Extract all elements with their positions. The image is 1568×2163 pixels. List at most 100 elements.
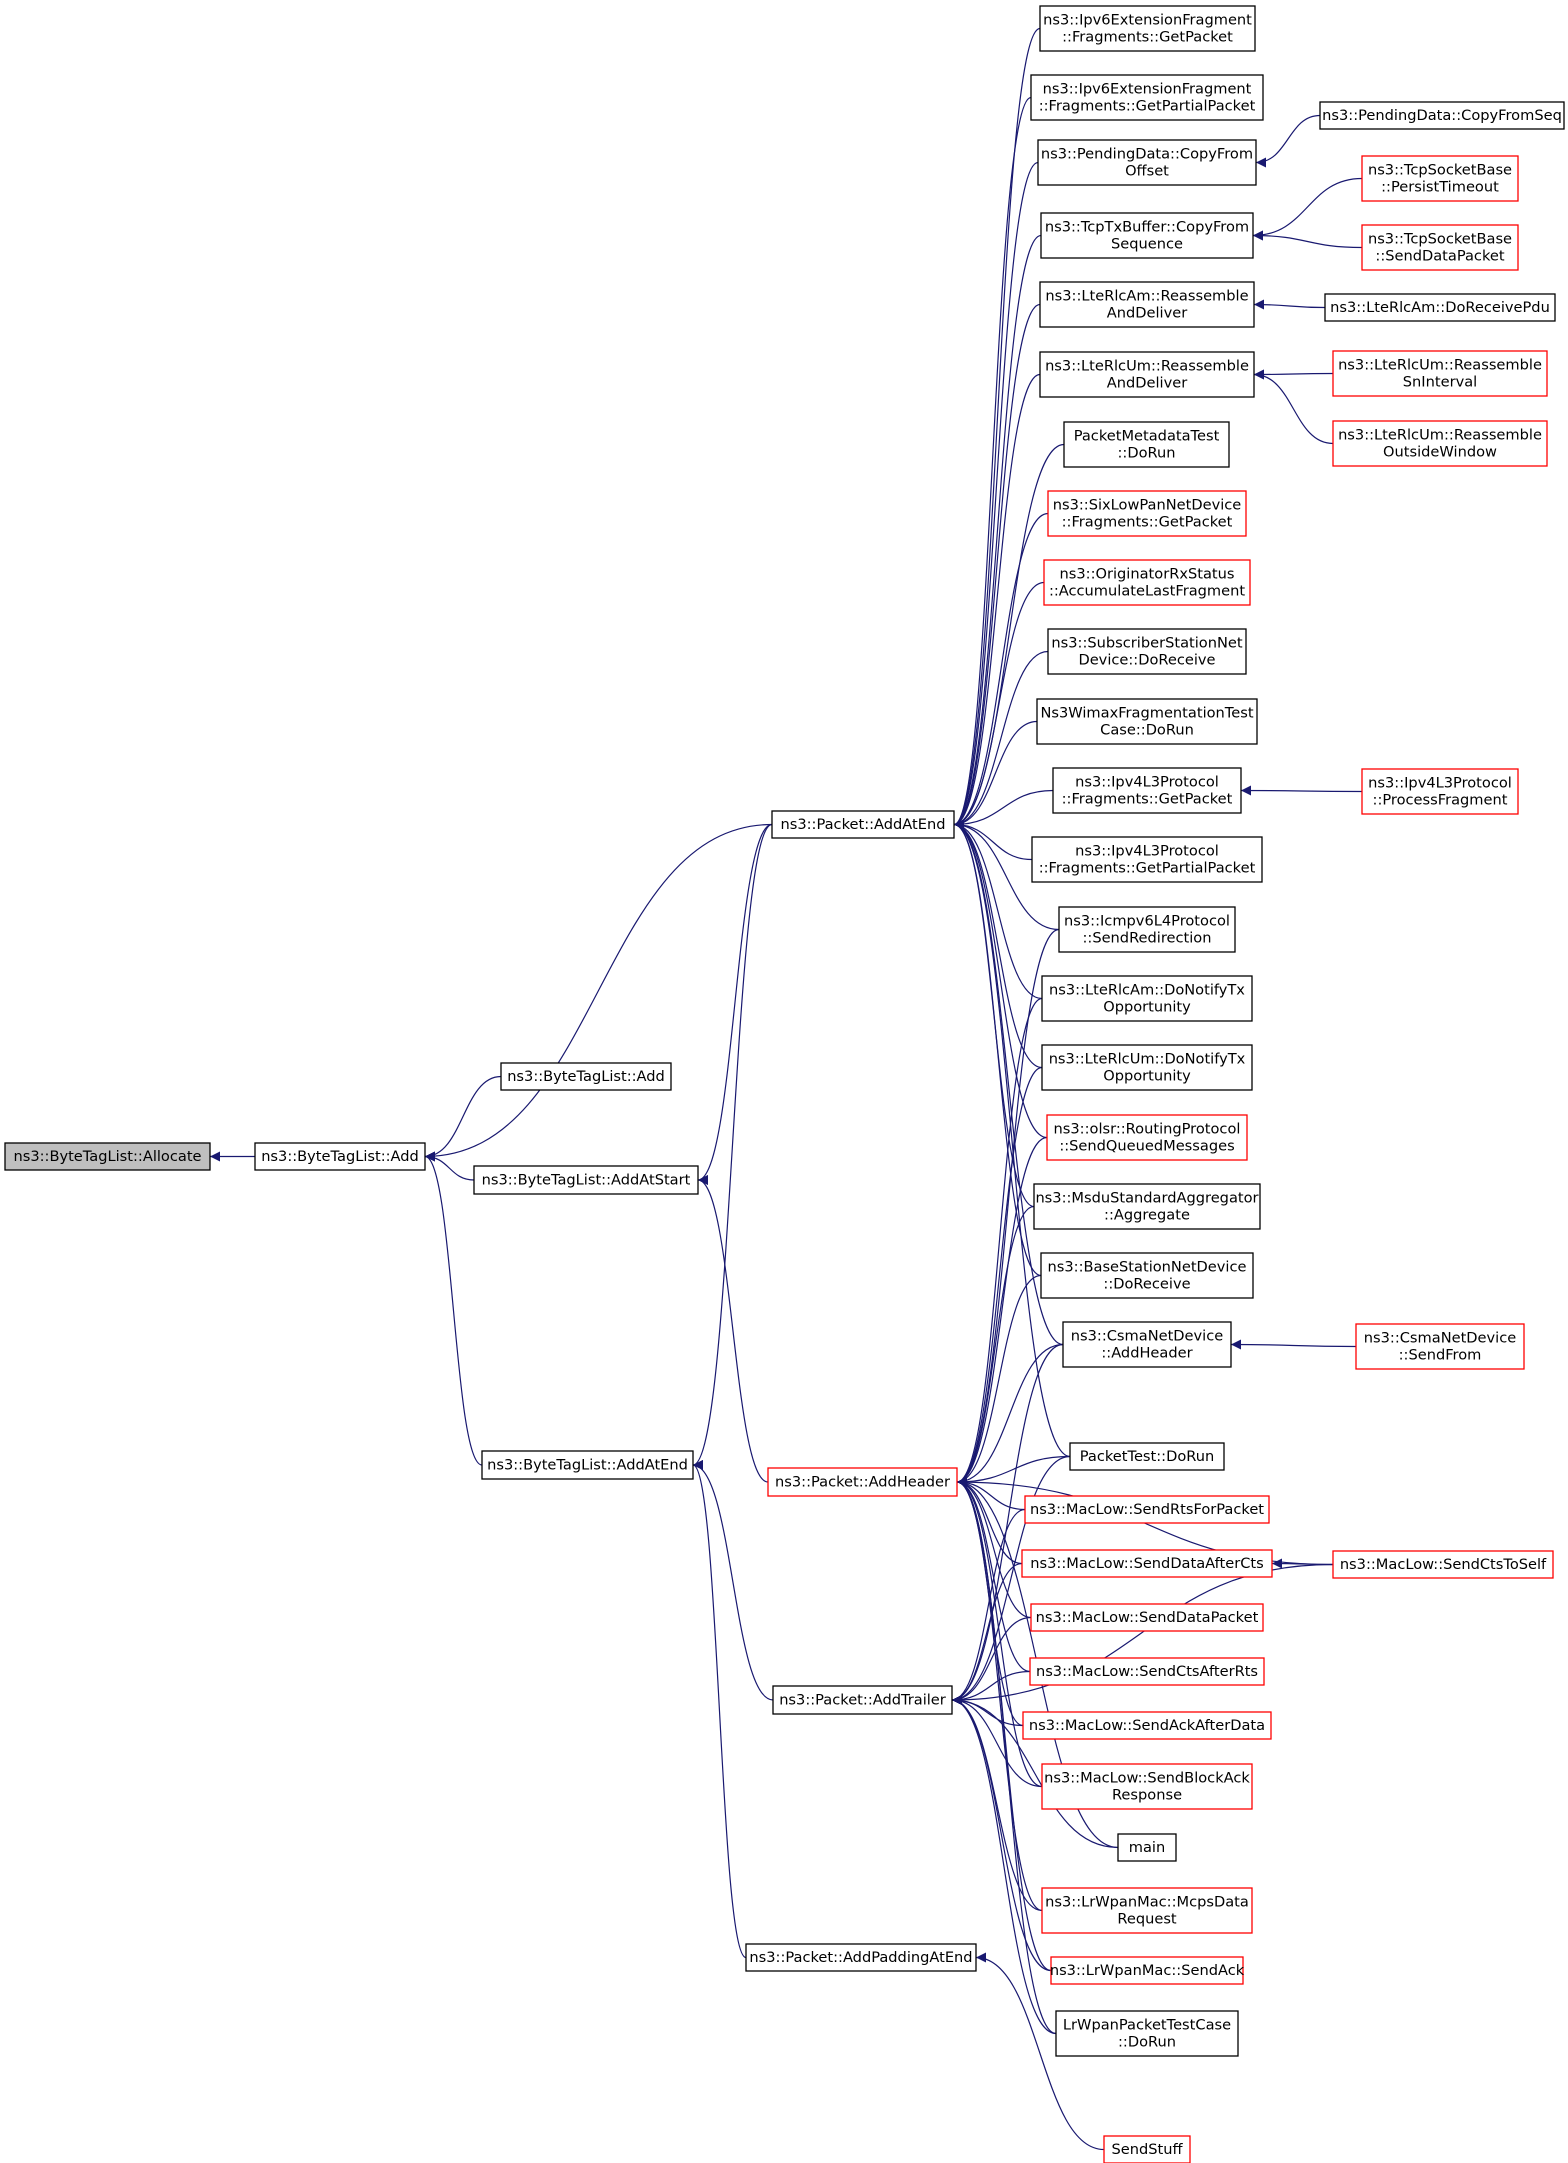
graph-node[interactable]: ns3::Packet::AddAtEnd: [771, 810, 955, 839]
node-box[interactable]: [1103, 2135, 1191, 2163]
node-box[interactable]: [767, 1467, 958, 1497]
node-box[interactable]: [4, 1142, 211, 1171]
node-box[interactable]: [771, 810, 955, 839]
graph-node[interactable]: ns3::OriginatorRxStatus::AccumulateLastF…: [1043, 559, 1251, 606]
graph-node[interactable]: ns3::MacLow::SendCtsToSelf: [1332, 1550, 1554, 1579]
node-box[interactable]: [745, 1943, 977, 1972]
node-box[interactable]: [500, 1062, 672, 1091]
node-box[interactable]: [1058, 906, 1236, 953]
graph-node[interactable]: ns3::Ipv4L3Protocol::ProcessFragment: [1361, 768, 1519, 815]
node-box[interactable]: [1117, 1833, 1177, 1862]
graph-node[interactable]: ns3::ByteTagList::Add: [500, 1062, 672, 1091]
node-box[interactable]: [1030, 74, 1264, 121]
node-box[interactable]: [1041, 1044, 1253, 1091]
node-box[interactable]: [1039, 351, 1255, 398]
node-box[interactable]: [1069, 1442, 1225, 1471]
graph-node[interactable]: ns3::CsmaNetDevice::AddHeader: [1062, 1321, 1232, 1368]
graph-node[interactable]: ns3::MsduStandardAggregator::Aggregate: [1033, 1183, 1261, 1230]
node-box[interactable]: [1355, 1323, 1525, 1370]
graph-node[interactable]: ns3::MacLow::SendRtsForPacket: [1024, 1495, 1270, 1524]
graph-node[interactable]: ns3::MacLow::SendAckAfterData: [1022, 1711, 1272, 1740]
node-box[interactable]: [1040, 1252, 1254, 1299]
node-box[interactable]: [1039, 5, 1256, 52]
node-box[interactable]: [1024, 1495, 1270, 1524]
node-box[interactable]: [1041, 1887, 1253, 1934]
node-box[interactable]: [1361, 224, 1519, 271]
node-box[interactable]: [1063, 421, 1230, 468]
graph-node[interactable]: ns3::LteRlcAm::DoReceivePdu: [1324, 293, 1556, 322]
graph-node[interactable]: ns3::SixLowPanNetDevice::Fragments::GetP…: [1047, 490, 1247, 537]
graph-node[interactable]: ns3::LrWpanMac::SendAck: [1050, 1956, 1245, 1985]
node-box[interactable]: [1021, 1549, 1273, 1578]
graph-node[interactable]: main: [1117, 1833, 1177, 1862]
node-box[interactable]: [1036, 698, 1258, 745]
graph-node[interactable]: ns3::Packet::AddPaddingAtEnd: [745, 1943, 977, 1972]
node-box[interactable]: [1332, 1550, 1554, 1579]
graph-node[interactable]: ns3::olsr::RoutingProtocol::SendQueuedMe…: [1046, 1114, 1248, 1161]
node-box[interactable]: [481, 1450, 694, 1480]
node-box[interactable]: [1047, 490, 1247, 537]
graph-node[interactable]: ns3::ByteTagList::Allocate: [4, 1142, 211, 1171]
node-box[interactable]: [1047, 628, 1247, 675]
graph-node[interactable]: ns3::MacLow::SendDataPacket: [1030, 1603, 1264, 1632]
graph-node[interactable]: ns3::ByteTagList::AddAtEnd: [481, 1450, 694, 1480]
node-box[interactable]: [1041, 1763, 1253, 1810]
node-box[interactable]: [1319, 101, 1565, 130]
graph-node[interactable]: ns3::Ipv6ExtensionFragment::Fragments::G…: [1030, 74, 1264, 121]
graph-node[interactable]: PacketMetadataTest::DoRun: [1063, 421, 1230, 468]
node-box[interactable]: [1041, 975, 1253, 1022]
graph-node[interactable]: ns3::ByteTagList::AddAtStart: [473, 1165, 699, 1195]
node-box[interactable]: [254, 1142, 426, 1171]
node-box[interactable]: [473, 1165, 699, 1195]
node-box[interactable]: [1361, 155, 1519, 202]
node-box[interactable]: [1043, 559, 1251, 606]
graph-node[interactable]: ns3::Ipv4L3Protocol::Fragments::GetParti…: [1031, 836, 1263, 883]
graph-node[interactable]: ns3::CsmaNetDevice::SendFrom: [1355, 1323, 1525, 1370]
node-box[interactable]: [1332, 420, 1548, 467]
graph-node[interactable]: ns3::MacLow::SendCtsAfterRts: [1029, 1657, 1265, 1686]
node-box[interactable]: [1029, 1657, 1265, 1686]
node-box[interactable]: [1039, 281, 1255, 328]
node-box[interactable]: [1052, 767, 1242, 814]
graph-node[interactable]: ns3::TcpSocketBase::SendDataPacket: [1361, 224, 1519, 271]
node-box[interactable]: [1055, 2010, 1239, 2057]
node-box[interactable]: [1324, 293, 1556, 322]
node-box[interactable]: [1332, 350, 1548, 397]
node-box[interactable]: [1050, 1956, 1244, 1985]
graph-node[interactable]: SendStuff: [1103, 2135, 1191, 2163]
node-box[interactable]: [1046, 1114, 1248, 1161]
graph-node[interactable]: ns3::Packet::AddHeader: [767, 1467, 958, 1497]
node-box[interactable]: [1033, 1183, 1261, 1230]
graph-node[interactable]: ns3::Ipv4L3Protocol::Fragments::GetPacke…: [1052, 767, 1242, 814]
graph-node[interactable]: ns3::Packet::AddTrailer: [772, 1685, 953, 1715]
node-box[interactable]: [1037, 139, 1257, 186]
graph-node[interactable]: ns3::TcpSocketBase::PersistTimeout: [1361, 155, 1519, 202]
graph-node[interactable]: ns3::ByteTagList::Add: [254, 1142, 426, 1171]
graph-node[interactable]: ns3::MacLow::SendDataAfterCts: [1021, 1549, 1273, 1578]
node-box[interactable]: [1030, 1603, 1264, 1632]
node-box[interactable]: [1031, 836, 1263, 883]
graph-node[interactable]: ns3::SubscriberStationNetDevice::DoRecei…: [1047, 628, 1247, 675]
graph-node[interactable]: ns3::BaseStationNetDevice::DoReceive: [1040, 1252, 1254, 1299]
node-box[interactable]: [1361, 768, 1519, 815]
node-box[interactable]: [772, 1685, 953, 1715]
graph-node[interactable]: LrWpanPacketTestCase::DoRun: [1055, 2010, 1239, 2057]
graph-node[interactable]: ns3::PendingData::CopyFromSeq: [1319, 101, 1565, 130]
node-box[interactable]: [1062, 1321, 1232, 1368]
graph-node[interactable]: ns3::Icmpv6L4Protocol::SendRedirection: [1058, 906, 1236, 953]
node-box[interactable]: [1040, 212, 1254, 259]
graph-node[interactable]: PacketTest::DoRun: [1069, 1442, 1225, 1471]
graph-node[interactable]: ns3::Ipv6ExtensionFragment::Fragments::G…: [1039, 5, 1256, 52]
node-box[interactable]: [1022, 1711, 1272, 1740]
